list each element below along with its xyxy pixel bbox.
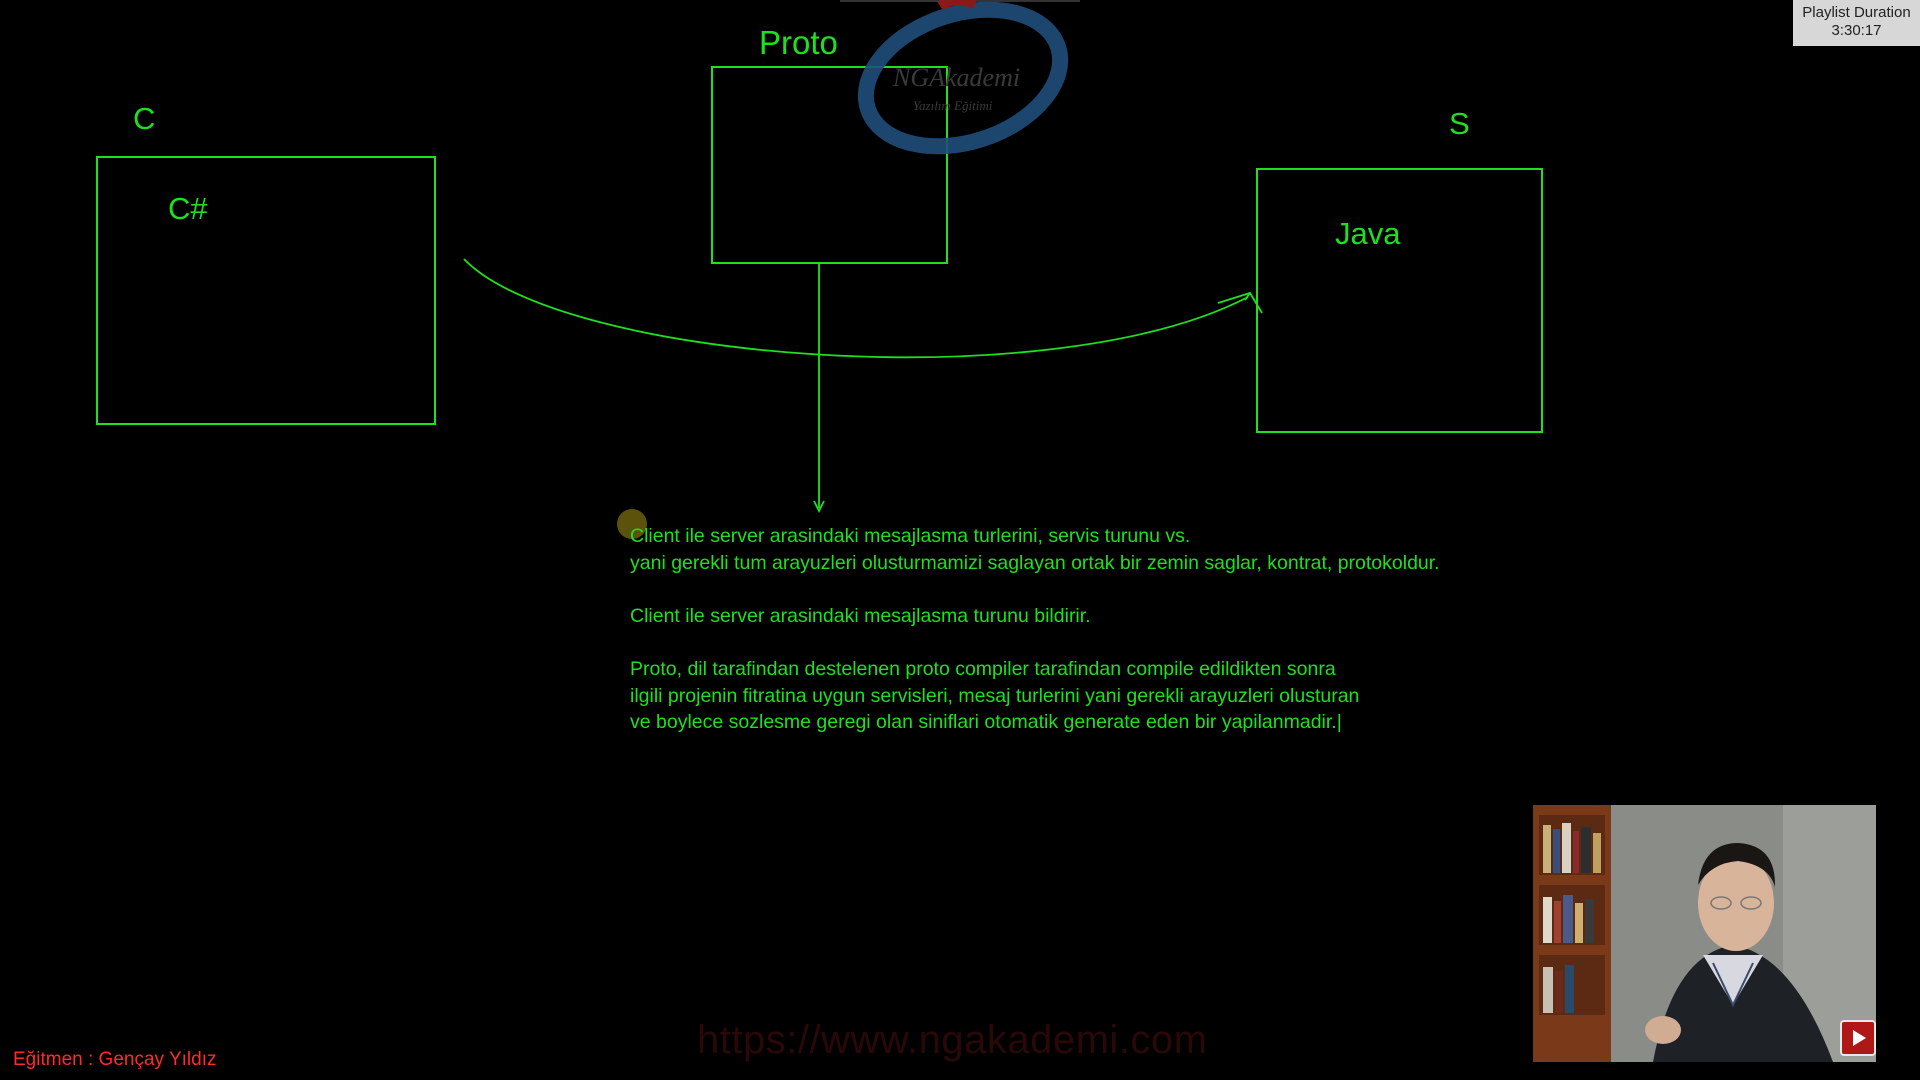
logo-name: NGAkademi bbox=[892, 63, 1020, 92]
mouse-cursor-highlight bbox=[617, 509, 647, 539]
proto-box bbox=[711, 66, 948, 264]
play-icon[interactable] bbox=[1840, 1020, 1876, 1056]
server-label: S bbox=[1449, 106, 1470, 141]
ngakademi-logo: NGAkademi Yazılım Eğitimi bbox=[857, 0, 1069, 155]
notes-line: Proto, dil tarafindan destelenen proto c… bbox=[630, 657, 1336, 680]
notes-line: Client ile server arasindaki mesajlasma … bbox=[630, 525, 1191, 547]
client-label: C bbox=[133, 101, 156, 136]
playlist-duration-value: 3:30:17 bbox=[1831, 22, 1882, 39]
server-box bbox=[1256, 168, 1543, 433]
instructor-credit: Eğitmen : Gençay Yıldız bbox=[13, 1049, 217, 1070]
client-box bbox=[96, 156, 436, 425]
url-watermark: https://www.ngakademi.com bbox=[697, 1018, 1208, 1062]
notes-paragraph-1: Client ile server arasindaki mesajlasma … bbox=[630, 523, 1630, 576]
logo-tagline: Yazılım Eğitimi bbox=[913, 98, 993, 113]
notes-line: ilgili projenin fitratina uygun servisle… bbox=[630, 684, 1360, 707]
notes-paragraph-3: Proto, dil tarafindan destelenen proto c… bbox=[630, 656, 1630, 736]
playlist-duration-title: Playlist Duration bbox=[1802, 4, 1911, 21]
notes-line: ve boylece sozlesme geregi olan siniflar… bbox=[630, 711, 1342, 734]
client-language-label: C# bbox=[168, 191, 208, 226]
notes-line: yani gerekli tum arayuzleri olusturmamiz… bbox=[630, 551, 1440, 574]
notes-line: Client ile server arasindaki mesajlasma … bbox=[630, 604, 1091, 627]
client-server-curve bbox=[463, 258, 1249, 359]
person bbox=[1653, 945, 1833, 1062]
proto-label: Proto bbox=[759, 24, 838, 61]
curve-arrowhead bbox=[1217, 291, 1263, 314]
proto-down-arrowhead bbox=[813, 500, 825, 514]
playlist-duration-badge: Playlist Duration 3:30:17 bbox=[1793, 0, 1920, 46]
play-icon-glyph bbox=[1853, 1030, 1866, 1046]
notes-paragraph-2: Client ile server arasindaki mesajlasma … bbox=[630, 603, 1630, 630]
webcam-feed bbox=[1533, 805, 1876, 1062]
server-language-label: Java bbox=[1335, 216, 1401, 251]
webcam-overlay bbox=[1533, 805, 1876, 1062]
lecture-notes: Client ile server arasindaki mesajlasma … bbox=[630, 523, 1630, 762]
